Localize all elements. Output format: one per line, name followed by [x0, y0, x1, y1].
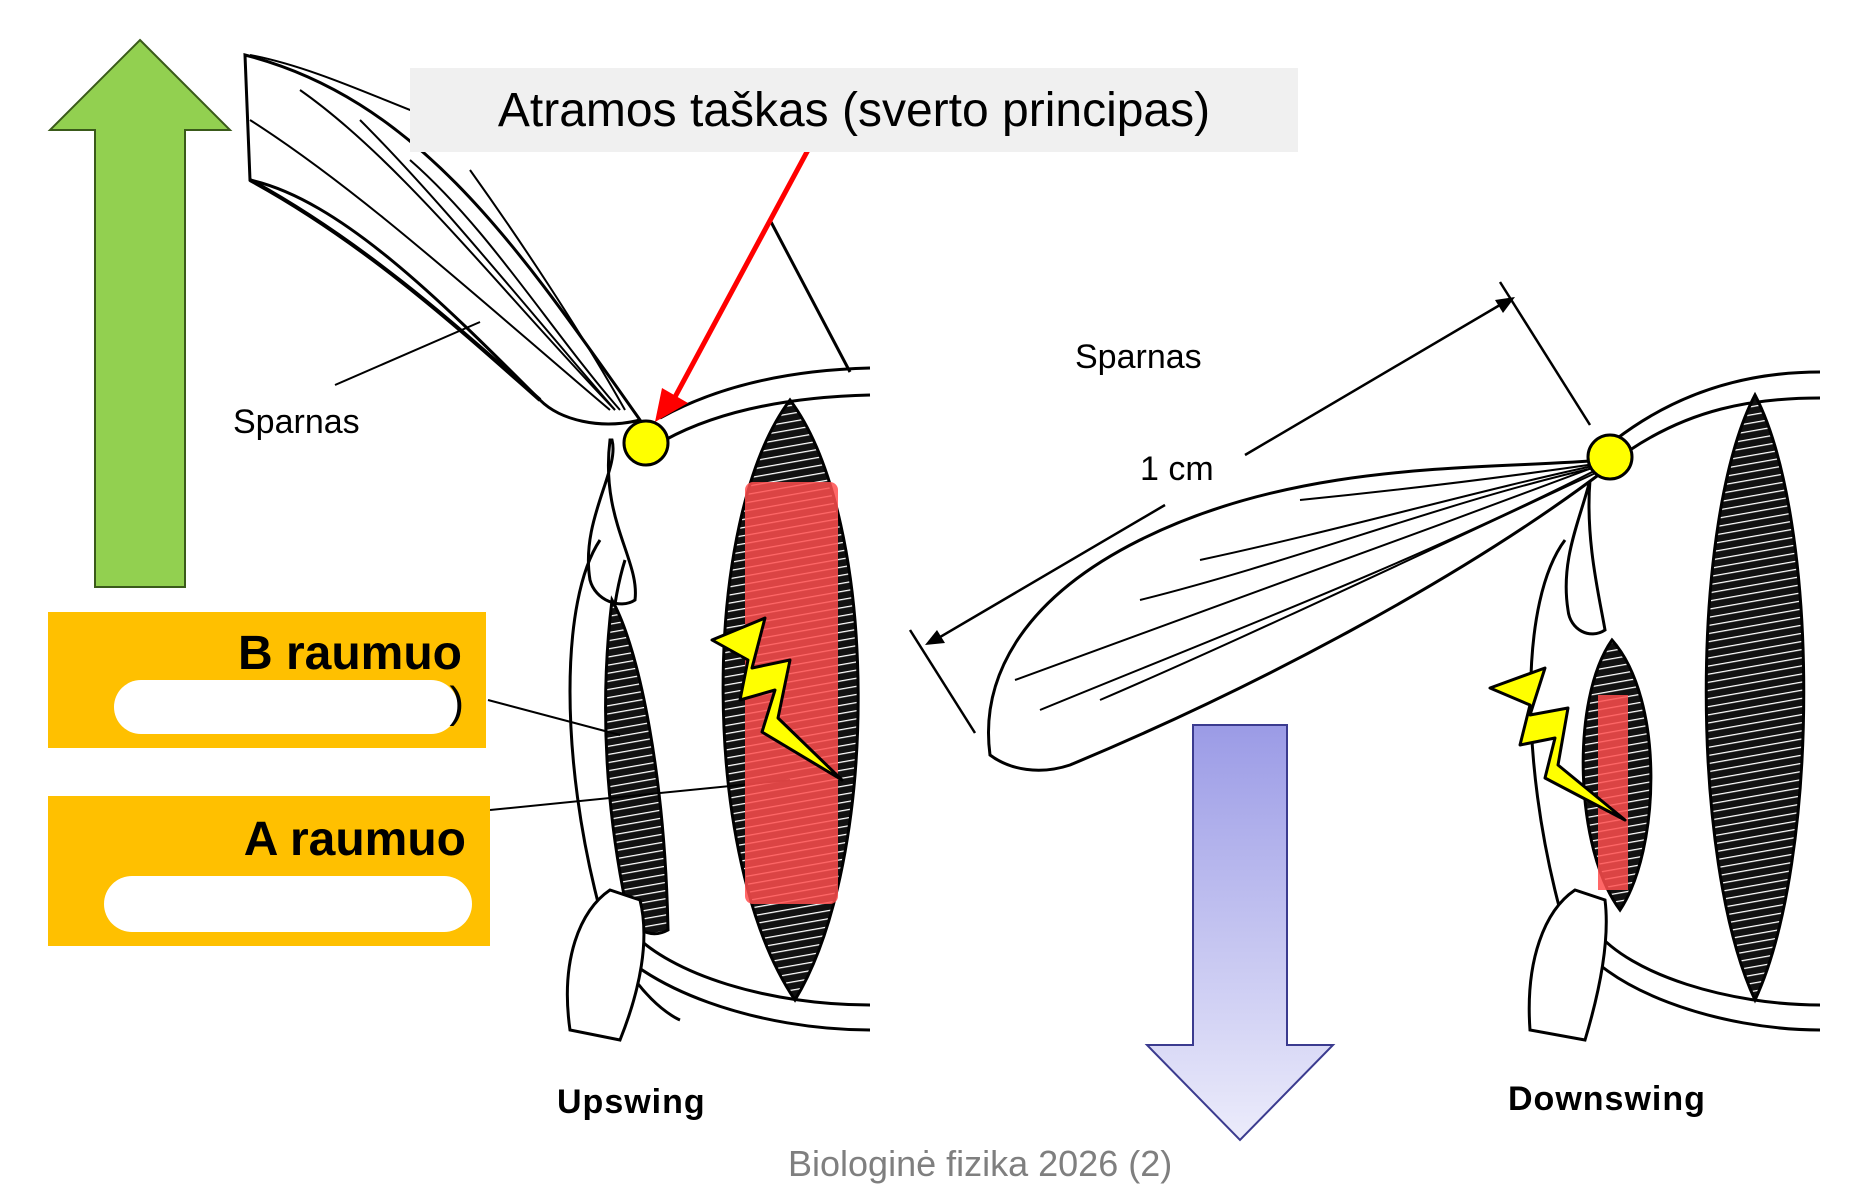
- up-arrow-icon: [47, 38, 233, 588]
- muscle-a-label-box: A raumuo ): [48, 796, 490, 946]
- downswing-caption: Downswing: [1508, 1080, 1706, 1118]
- downswing-wing-label: Sparnas: [1075, 338, 1202, 376]
- lightning-bolt-left-icon: [710, 616, 844, 782]
- muscle-b-label-box: B raumuo ): [48, 612, 486, 748]
- fulcrum-callout-box: Atramos taškas (sverto principas): [410, 68, 1298, 152]
- active-muscle-b-highlight: [1598, 695, 1628, 890]
- muscle-b-title: B raumuo: [237, 627, 462, 680]
- upswing-caption: Upswing: [557, 1083, 706, 1121]
- redaction-blot-b: [114, 680, 458, 734]
- muscle-b-paren: ): [449, 678, 464, 727]
- downswing-illustration: [908, 281, 1821, 1042]
- scale-label: 1 cm: [1140, 450, 1214, 488]
- fulcrum-callout-text: Atramos taškas (sverto principas): [497, 83, 1211, 137]
- lightning-bolt-right-icon: [1488, 666, 1627, 822]
- pivot-point-right: [1586, 433, 1634, 481]
- pointer-arrow-head-icon: [655, 388, 688, 422]
- redaction-blot-a: [104, 876, 472, 932]
- pointer-arrow-line: [665, 148, 811, 412]
- down-arrow-icon: [1144, 724, 1336, 1142]
- upswing-wing-label: Sparnas: [233, 403, 360, 441]
- footer-text: Biologinė fizika 2026 (2): [788, 1143, 1173, 1184]
- active-muscle-a-highlight: [745, 482, 838, 904]
- muscle-a-title: A raumuo: [243, 813, 466, 866]
- pivot-point-left: [622, 419, 670, 467]
